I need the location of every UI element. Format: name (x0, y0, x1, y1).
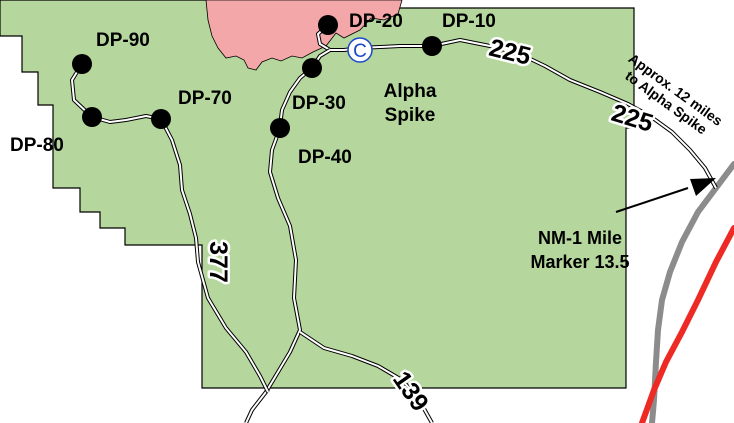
dp-20-label: DP-20 (349, 11, 403, 32)
dp-90-label: DP-90 (96, 30, 150, 51)
dp-70-label: DP-70 (178, 88, 232, 109)
burn-area (205, 0, 403, 71)
road-shield-377: 377 (202, 239, 235, 286)
road-377-label: 377 (204, 241, 232, 283)
highway-red (639, 225, 734, 423)
camp-circle-icon[interactable]: C (347, 37, 373, 63)
marker-arrow-head (690, 178, 716, 196)
dp-10-label: DP-10 (442, 11, 496, 32)
camp-label-line2: Spike (385, 105, 436, 126)
camp-label-line1: Alpha (384, 81, 437, 102)
dp-70-marker[interactable] (151, 109, 171, 129)
road-225 (316, 23, 718, 189)
marker-label-line2: Marker 13.5 (530, 252, 629, 272)
dp-90-marker[interactable] (72, 54, 92, 74)
marker-arrow-line (615, 187, 689, 213)
dp-30-label: DP-30 (292, 93, 346, 114)
road-139 (298, 330, 434, 423)
highway-gray (649, 161, 734, 423)
dp-80-marker[interactable] (82, 107, 102, 127)
dp-10-marker[interactable] (422, 36, 442, 56)
dp-40-label: DP-40 (298, 147, 352, 168)
land-boundary (0, 0, 635, 389)
camp-symbol: C (353, 41, 367, 62)
dp-20-marker[interactable] (318, 15, 338, 35)
road-377 (159, 118, 270, 393)
marker-label-line1: NM-1 Mile (538, 228, 622, 248)
dp-80-label: DP-80 (10, 135, 64, 156)
road-to-dp30 (278, 48, 332, 127)
dp-40-marker[interactable] (270, 118, 290, 138)
dp-30-marker[interactable] (302, 58, 322, 78)
